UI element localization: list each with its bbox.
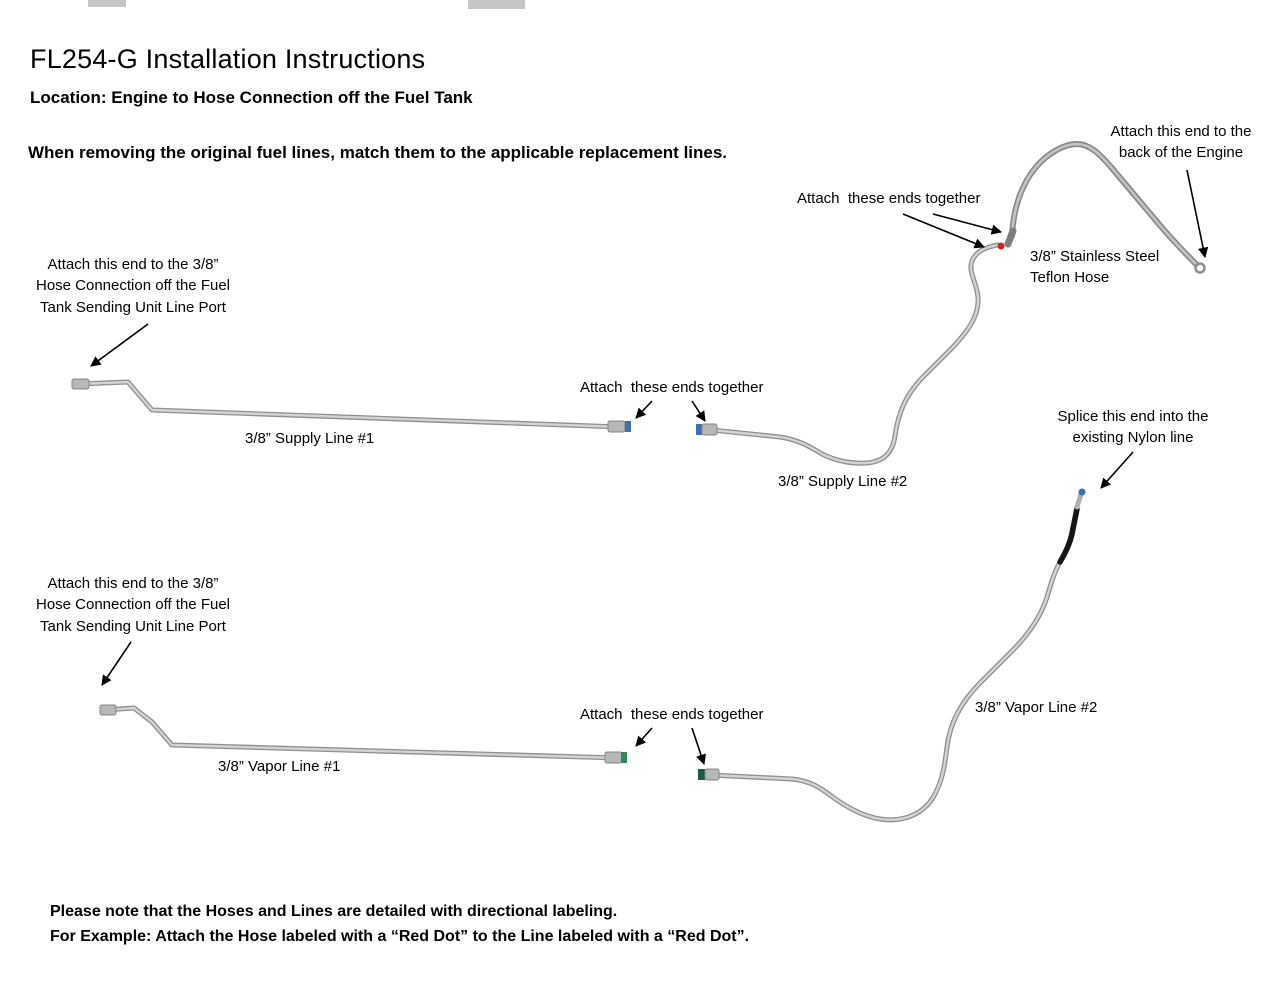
vapor-line-1-end-fitting [604,751,623,764]
vapor-line-2-splice-section [1057,506,1080,565]
supply-line-2-red-dot [997,242,1005,250]
label-attach-ends-top: Attach these ends together [797,190,981,207]
page-title: FL254-G Installation Instructions [30,44,426,74]
hose-engine-end-fitting [1194,262,1206,274]
label-supply-line-1: 3/8” Supply Line #1 [245,430,375,447]
supply-line-2-drawing [696,242,1005,466]
vapor-line-1-drawing [99,704,627,764]
vapor-line-2-blue-connector [1078,488,1086,496]
arrow-to-supply-line-1-end [635,400,653,419]
footer-note: Please note that the Hoses and Lines are… [50,900,749,950]
arrow-to-hose-engine-end [1186,169,1209,259]
arrow-to-supply-line-2-start [691,400,706,422]
supply-line-2-start-fitting [701,423,718,436]
label-engine-end: Attach this end to the back of the Engin… [1110,123,1252,162]
supply-line-2-blue-band [696,424,702,435]
footer-note-line-2: For Example: Attach the Hose labeled wit… [50,927,750,945]
arrow-to-vapor-line-1-start [101,641,132,686]
vapor-line-2-start-fitting [704,768,720,781]
supply-line-1-drawing [71,378,631,433]
arrow-to-splice-end [1100,451,1134,489]
vapor-line-2-drawing [698,488,1086,823]
label-tank-port-upper: Attach this end to the 3/8” Hose Connect… [35,256,230,316]
intro-instruction: When removing the original fuel lines, m… [28,143,728,162]
location-subtitle: Location: Engine to Hose Connection off … [30,88,473,107]
label-splice-nylon: Splice this end into the existing Nylon … [1057,408,1209,447]
vapor-line-1-green-band [621,752,627,763]
page-edge-artifacts [88,0,525,9]
vapor-line-2-green-band [698,769,705,780]
vapor-line-2-splice-tip [1074,491,1084,510]
arrow-to-supply-line-2-top-end [902,213,985,249]
pointer-arrows [90,169,1209,765]
hose-lower-fitting [1004,227,1017,248]
supply-line-1-end-fitting [607,420,626,433]
vapor-line-1-tank-fitting [99,704,117,716]
arrow-to-hose-lower-end [932,213,1003,235]
teflon-hose-drawing [1004,141,1206,274]
arrow-to-supply-line-1-start [90,323,149,367]
supply-line-1-blue-band [625,421,631,432]
label-vapor-line-2: 3/8” Vapor Line #2 [975,699,1098,716]
arrow-to-vapor-line-2-start [691,727,706,765]
label-teflon-hose: 3/8” Stainless Steel Teflon Hose [1030,248,1160,287]
label-vapor-line-1: 3/8” Vapor Line #1 [218,758,341,775]
label-attach-ends-mid: Attach these ends together [580,379,764,396]
arrow-to-vapor-line-1-end [635,727,653,747]
label-attach-ends-bottom: Attach these ends together [580,706,764,723]
label-tank-port-lower: Attach this end to the 3/8” Hose Connect… [35,575,230,635]
label-supply-line-2: 3/8” Supply Line #2 [778,473,908,490]
supply-line-1-tank-fitting [71,378,90,390]
footer-note-line-1: Please note that the Hoses and Lines are… [50,903,618,920]
